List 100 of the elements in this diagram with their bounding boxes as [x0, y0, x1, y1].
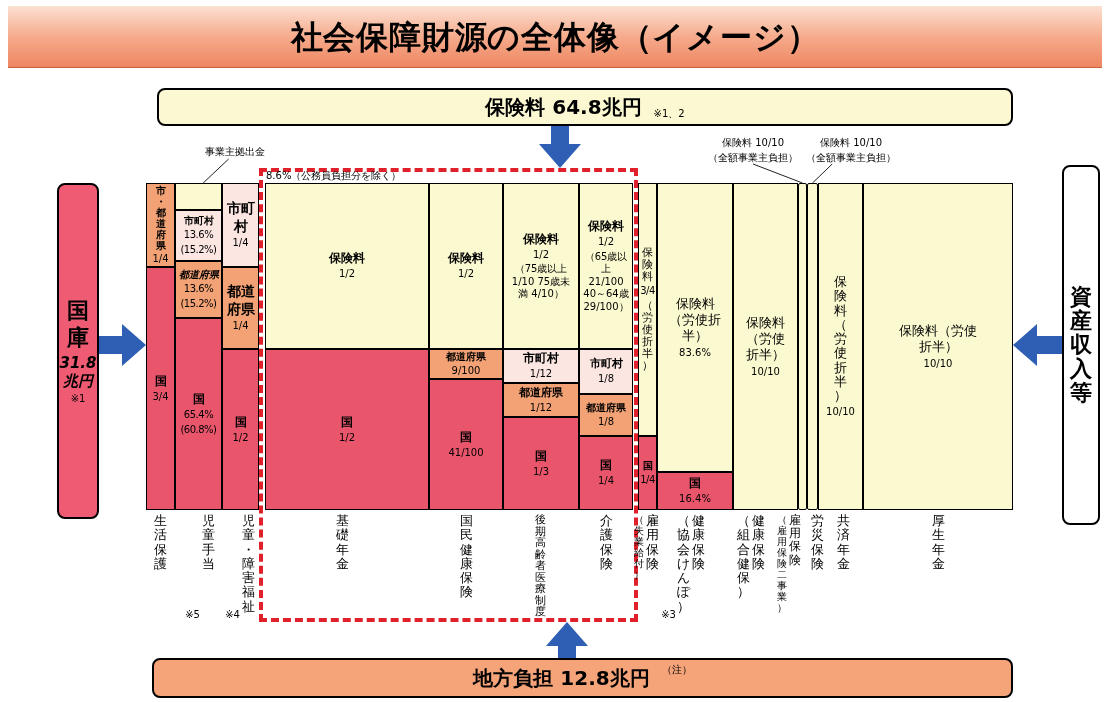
- program-name: 介護保険: [599, 514, 613, 572]
- footnote-mark: ※5: [185, 610, 200, 620]
- funding-cell: [638, 436, 657, 510]
- cell-value: 1/2: [597, 236, 615, 249]
- funding-cell: [503, 349, 579, 383]
- cell-label: 市町村: [225, 200, 256, 236]
- callout-text: 保険料 10/10: [820, 137, 882, 150]
- footnote-mark: ※1、2: [653, 107, 685, 121]
- cell-label: 市町村: [589, 357, 623, 372]
- cell-value: 1/2: [338, 431, 356, 445]
- source-box: [57, 183, 99, 519]
- cell-value: 1/4: [152, 252, 169, 266]
- cell-value: （75歳以上 1/10 75歳未満 4/10）: [510, 263, 572, 301]
- cell-value: (15.2%): [180, 243, 217, 257]
- funding-cell: [146, 267, 175, 510]
- cell-value: (15.2%): [180, 297, 217, 311]
- program-name: 児童・障害福祉: [241, 514, 255, 615]
- cell-label: 都道府県: [519, 385, 563, 400]
- cell-value: 1/4: [597, 475, 615, 488]
- program-name: 基礎年金: [335, 514, 349, 572]
- funding-cell: [798, 183, 807, 510]
- source-amount: ※1: [70, 393, 86, 406]
- footnote-mark: ※3: [661, 610, 676, 620]
- funding-cell: [657, 183, 733, 472]
- cell-label: 保険料: [588, 219, 624, 234]
- cell-value: 1/12: [529, 401, 553, 415]
- footnote-mark: （注）: [661, 663, 692, 677]
- program-name: 生活保護: [153, 514, 167, 572]
- cell-value: 13.6%: [183, 283, 214, 296]
- funding-cell: [503, 383, 579, 417]
- cell-value: 1/2: [532, 248, 550, 261]
- cell-value: 1/2: [457, 268, 475, 281]
- cell-label: 保険料: [523, 231, 559, 247]
- funding-cell: [503, 417, 579, 510]
- source-name: 資産収入等: [1070, 284, 1092, 406]
- funding-cell: [638, 183, 657, 436]
- funding-cell: [503, 183, 579, 349]
- program-note: （協会けんぽ）: [677, 514, 690, 615]
- program-name: 健康保険: [692, 514, 705, 572]
- cell-label: 国: [535, 448, 547, 464]
- program-note: （雇用保険二事業）: [777, 514, 787, 613]
- cell-label: 市・都道府県: [155, 184, 166, 251]
- cell-label: 保険料（労使折半）: [745, 314, 786, 364]
- source-box: [1062, 165, 1100, 525]
- cell-value: (60.8%): [180, 423, 217, 436]
- funding-cell: [733, 183, 798, 510]
- funding-cell: [807, 183, 818, 510]
- cell-value: 41/100: [448, 446, 484, 460]
- cell-label: 都道府県: [178, 268, 219, 282]
- cell-value: 65.4%: [183, 409, 214, 422]
- funding-cell: [222, 183, 259, 267]
- callout-text: （全額事業主負担）: [806, 151, 896, 164]
- cell-value: 9/100: [451, 365, 481, 378]
- funding-cell: [146, 183, 175, 267]
- funding-cell: [429, 183, 503, 349]
- funding-cell: [429, 349, 503, 379]
- funding-cell: [429, 379, 503, 510]
- funding-cell: [657, 472, 733, 510]
- funding-cell: [579, 436, 633, 510]
- cell-value: 1/3: [532, 465, 550, 479]
- cell-value: （65歳以上 21/100 40～64歳 29/100）: [582, 250, 630, 313]
- cell-value: 10/10: [751, 365, 780, 379]
- program-name: 厚生年金: [931, 514, 945, 572]
- cell-value: 83.6%: [679, 346, 711, 360]
- cell-label: 国: [234, 414, 247, 430]
- funding-cell: [818, 183, 863, 510]
- source-box: [157, 88, 1013, 126]
- cell-value: 1/2: [338, 268, 356, 281]
- cell-value: 10/10: [923, 357, 953, 370]
- cell-label: 都道府県: [225, 283, 256, 319]
- cell-label: 国: [689, 476, 701, 492]
- cell-label: 保険料: [329, 251, 365, 267]
- source-name: 国庫: [66, 296, 90, 352]
- source-name: 地方負担 12.8兆円: [473, 665, 650, 691]
- cell-value: 16.4%: [679, 493, 711, 506]
- program-note: （失業給付）: [634, 514, 645, 580]
- funding-cell: [579, 183, 633, 349]
- program-name: 児童手当: [201, 514, 215, 572]
- source-amount: 31.8兆円: [59, 353, 97, 391]
- funding-cell: [222, 267, 259, 349]
- program-name: 国民健康保険: [459, 514, 473, 600]
- cell-label: 保険料（労使折半）: [668, 295, 722, 345]
- cell-label: 市町村: [183, 214, 214, 228]
- program-name: 健康保険: [752, 514, 765, 572]
- funding-cell: [579, 394, 633, 436]
- cell-label: 国: [341, 414, 353, 430]
- cell-value: 10/10: [826, 405, 855, 419]
- diagram-title: 社会保障財源の全体像（イメージ）: [290, 16, 820, 58]
- cell-value: 13.6%: [183, 229, 214, 242]
- funding-cell: [222, 349, 259, 510]
- cell-label: 国: [642, 459, 653, 472]
- cell-value: 1/12: [529, 368, 553, 381]
- cell-label: 国: [600, 458, 612, 474]
- funding-cell: [175, 261, 222, 318]
- funding-cell: [265, 349, 429, 510]
- cell-value: 1/4: [640, 474, 655, 487]
- program-name: 雇用保険: [789, 514, 801, 567]
- funding-cell: [175, 318, 222, 510]
- cell-value: 1/2: [232, 431, 249, 445]
- cell-label: 都道府県: [446, 350, 486, 363]
